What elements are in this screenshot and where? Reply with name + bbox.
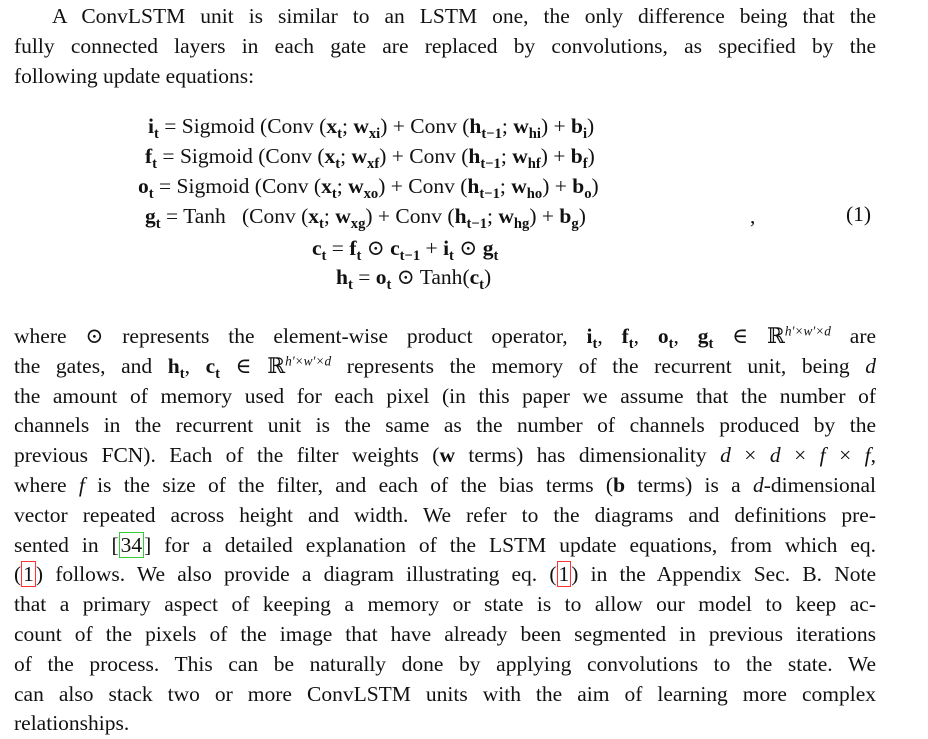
body-line-7: vector repeated across height and width.… — [14, 502, 876, 527]
body-line-10: that a primary aspect of keeping a memor… — [14, 592, 876, 617]
body-line-3: the amount of memory used for each pixel… — [14, 383, 876, 408]
body-paragraph: where ⊙ represents the element-wise prod… — [14, 322, 876, 739]
equation-ref-link-2[interactable]: 1 — [556, 561, 572, 588]
citation-link[interactable]: 34 — [118, 531, 145, 558]
body-line-11: count of the pixels of the image that ha… — [14, 621, 876, 646]
body-line-4: channels in the recurrent unit is the sa… — [14, 413, 876, 438]
body-line-2: the gates, and ht, ct ∈ ℝh′×w′×d represe… — [14, 353, 877, 382]
intro-line-3: following update equations: — [14, 63, 255, 88]
body-line-9: (1) follows. We also provide a diagram i… — [14, 561, 877, 588]
intro-paragraph: A ConvLSTM unit is similar to an LSTM on… — [14, 2, 876, 91]
equation-output-gate: ot = Sigmoid (Conv (xt; wxo) + Conv (ht−… — [138, 174, 599, 203]
equation-forget-gate: ft = Sigmoid (Conv (xt; wxf) + Conv (ht−… — [145, 144, 595, 173]
equation-input-gate: it = Sigmoid (Conv (xt; wxi) + Conv (ht−… — [148, 114, 595, 143]
equation-comma: , — [750, 204, 756, 228]
body-line-1: where ⊙ represents the element-wise prod… — [14, 323, 877, 353]
equation-cell-input: gt = Tanh (Conv (xt; wxg) + Conv (ht−1; … — [145, 204, 586, 233]
body-line-8: sented in [34] for a detailed explanatio… — [14, 531, 876, 558]
equation-block: it = Sigmoid (Conv (xt; wxi) + Conv (ht−… — [0, 112, 928, 302]
intro-line-2: fully connected layers in each gate are … — [14, 33, 876, 58]
body-line-6: where f is the size of the filter, and e… — [14, 472, 877, 497]
intro-line-1: A ConvLSTM unit is similar to an LSTM on… — [52, 4, 876, 28]
body-line-5: previous FCN). Each of the filter weight… — [14, 443, 876, 468]
body-line-14: relationships. — [14, 711, 130, 736]
equation-number: (1) — [846, 202, 872, 226]
equation-cell-state: ct = ft ⊙ ct−1 + it ⊙ gt — [312, 236, 499, 265]
body-line-12: of the process. This can be naturally do… — [14, 651, 876, 676]
equation-hidden-state: ht = ot ⊙ Tanh(ct) — [336, 265, 492, 294]
equation-ref-link[interactable]: 1 — [21, 561, 36, 588]
body-line-13: can also stack two or more ConvLSTM unit… — [14, 681, 876, 706]
